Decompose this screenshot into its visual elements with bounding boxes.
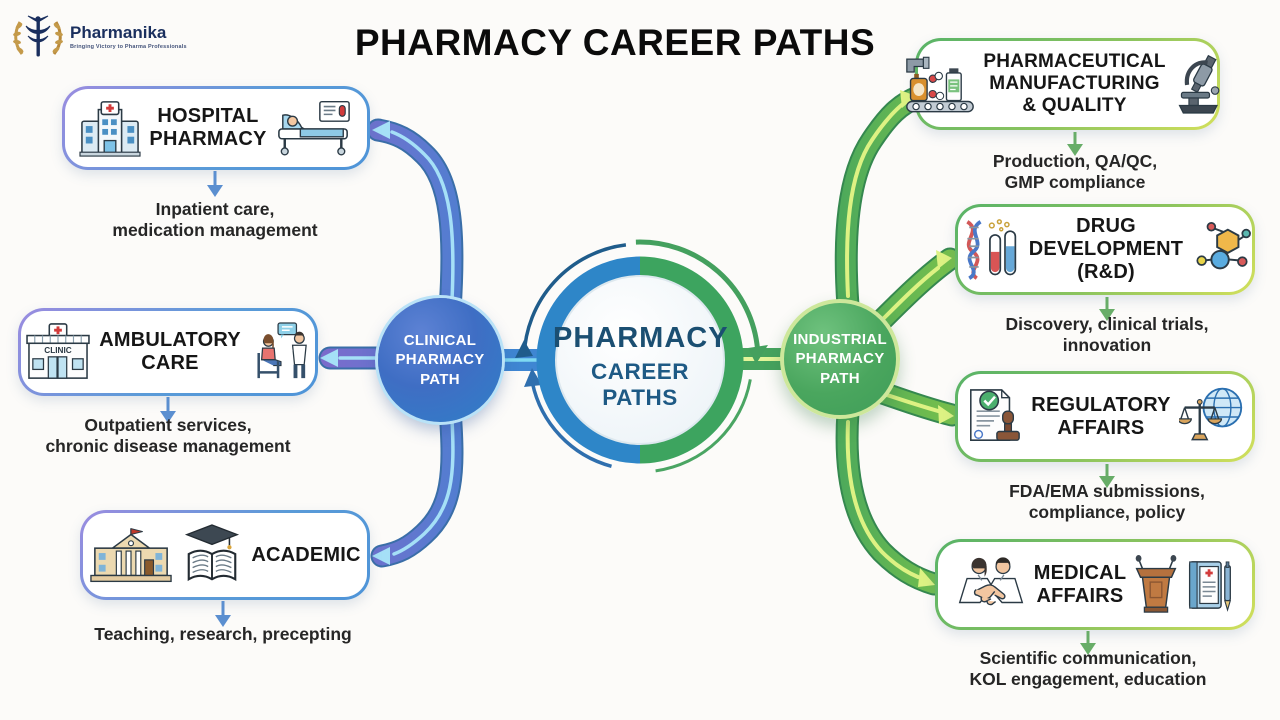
conveyor-icon bbox=[905, 53, 975, 115]
arrowhead-academic bbox=[372, 547, 390, 565]
globe-scales-icon bbox=[1178, 386, 1245, 448]
hospital-down-arrow-icon bbox=[207, 171, 223, 197]
ambulatory-care-box: CLINIC AMBULATORY CARE bbox=[18, 308, 318, 396]
medical-down-arrow-icon bbox=[1080, 631, 1096, 655]
arrowhead-arc-left-lower bbox=[524, 368, 542, 387]
ambulatory-care-title: AMBULATORY CARE bbox=[99, 329, 241, 374]
drug-development-box: DRUG DEVELOPMENT (R&D) bbox=[955, 204, 1255, 295]
arrowhead-arc-left-upper bbox=[515, 340, 533, 358]
handshake-icon bbox=[956, 555, 1026, 615]
ambulatory-care-desc: Outpatient services, chronic disease man… bbox=[45, 415, 291, 457]
pharma-manufacturing-box: PHARMACEUTICAL MANUFACTURING & QUALITY bbox=[906, 38, 1220, 130]
microscope-icon bbox=[1174, 53, 1230, 115]
regulatory-affairs-title: REGULATORY AFFAIRS bbox=[1031, 393, 1171, 439]
academic-box: ACADEMIC bbox=[80, 510, 370, 600]
logo-name: Pharmanika bbox=[70, 23, 167, 42]
hospital-pharmacy-desc: Inpatient care, medication management bbox=[112, 199, 318, 241]
hospital-pharmacy-box: HOSPITAL PHARMACY bbox=[62, 86, 370, 170]
book-gradcap-icon bbox=[181, 523, 243, 587]
industrial-path-circle: INDUSTRIAL PHARMACY PATH bbox=[780, 299, 900, 419]
academic-desc: Teaching, research, precepting bbox=[94, 624, 352, 644]
drugdev-down-arrow-icon bbox=[1099, 297, 1115, 321]
hub-center: PHARMACY CAREER PATHS bbox=[553, 322, 729, 411]
hospital-bed-icon bbox=[275, 99, 353, 157]
clinical-path-label: CLINICAL PHARMACY PATH bbox=[395, 331, 485, 388]
logo-icon bbox=[12, 14, 64, 60]
logo: Pharmanika Bringing Victory to Pharma Pr… bbox=[12, 14, 187, 60]
medical-affairs-box: MEDICAL AFFAIRS bbox=[935, 539, 1255, 630]
pharma-manufacturing-title: PHARMACEUTICAL MANUFACTURING & QUALITY bbox=[983, 51, 1166, 116]
molecule-icon bbox=[1191, 220, 1253, 280]
drug-development-title: DRUG DEVELOPMENT (R&D) bbox=[1028, 215, 1184, 283]
ambulatory-down-arrow-icon bbox=[160, 397, 176, 423]
logo-tagline: Bringing Victory to Pharma Professionals bbox=[70, 44, 187, 50]
hub-title-line1: PHARMACY bbox=[553, 322, 729, 354]
arrowhead-hospital bbox=[372, 121, 390, 139]
arrowhead-regulatory bbox=[938, 405, 954, 424]
pharma-manufacturing-desc: Production, QA/QC, GMP compliance bbox=[992, 151, 1158, 193]
industrial-path-label: INDUSTRIAL PHARMACY PATH bbox=[793, 330, 887, 387]
academic-down-arrow-icon bbox=[215, 601, 231, 627]
hub-title-line2: CAREER PATHS bbox=[590, 359, 689, 410]
regulatory-down-arrow-icon bbox=[1099, 464, 1115, 488]
hospital-building-icon bbox=[79, 98, 141, 158]
drug-development-desc: Discovery, clinical trials, innovation bbox=[1005, 314, 1209, 356]
arrowhead-drugdev bbox=[936, 250, 952, 269]
svg-text:CLINIC: CLINIC bbox=[44, 346, 71, 355]
regulatory-affairs-desc: FDA/EMA submissions, compliance, policy bbox=[1009, 481, 1205, 523]
academic-title: ACADEMIC bbox=[251, 543, 361, 566]
clinic-icon: CLINIC bbox=[25, 322, 91, 382]
podium-icon bbox=[1134, 554, 1178, 615]
medical-affairs-desc: Scientific communication, KOL engagement… bbox=[969, 648, 1207, 690]
medical-affairs-title: MEDICAL AFFAIRS bbox=[1033, 561, 1127, 607]
manufacturing-down-arrow-icon bbox=[1067, 132, 1083, 156]
medical-book-pen-icon bbox=[1186, 555, 1234, 615]
arrowhead-medical bbox=[918, 568, 935, 587]
doctor-patient-icon bbox=[249, 322, 311, 382]
arrowhead-arc-right bbox=[748, 345, 768, 364]
arrowhead-ambulatory bbox=[320, 349, 338, 367]
hospital-pharmacy-title: HOSPITAL PHARMACY bbox=[149, 105, 267, 150]
document-stamp-icon bbox=[965, 386, 1023, 448]
regulatory-affairs-box: REGULATORY AFFAIRS bbox=[955, 371, 1255, 462]
dna-testtubes-icon bbox=[957, 218, 1021, 282]
clinical-path-circle: CLINICAL PHARMACY PATH bbox=[378, 298, 502, 422]
page-title: PHARMACY CAREER PATHS bbox=[354, 22, 876, 63]
university-icon bbox=[89, 524, 173, 586]
